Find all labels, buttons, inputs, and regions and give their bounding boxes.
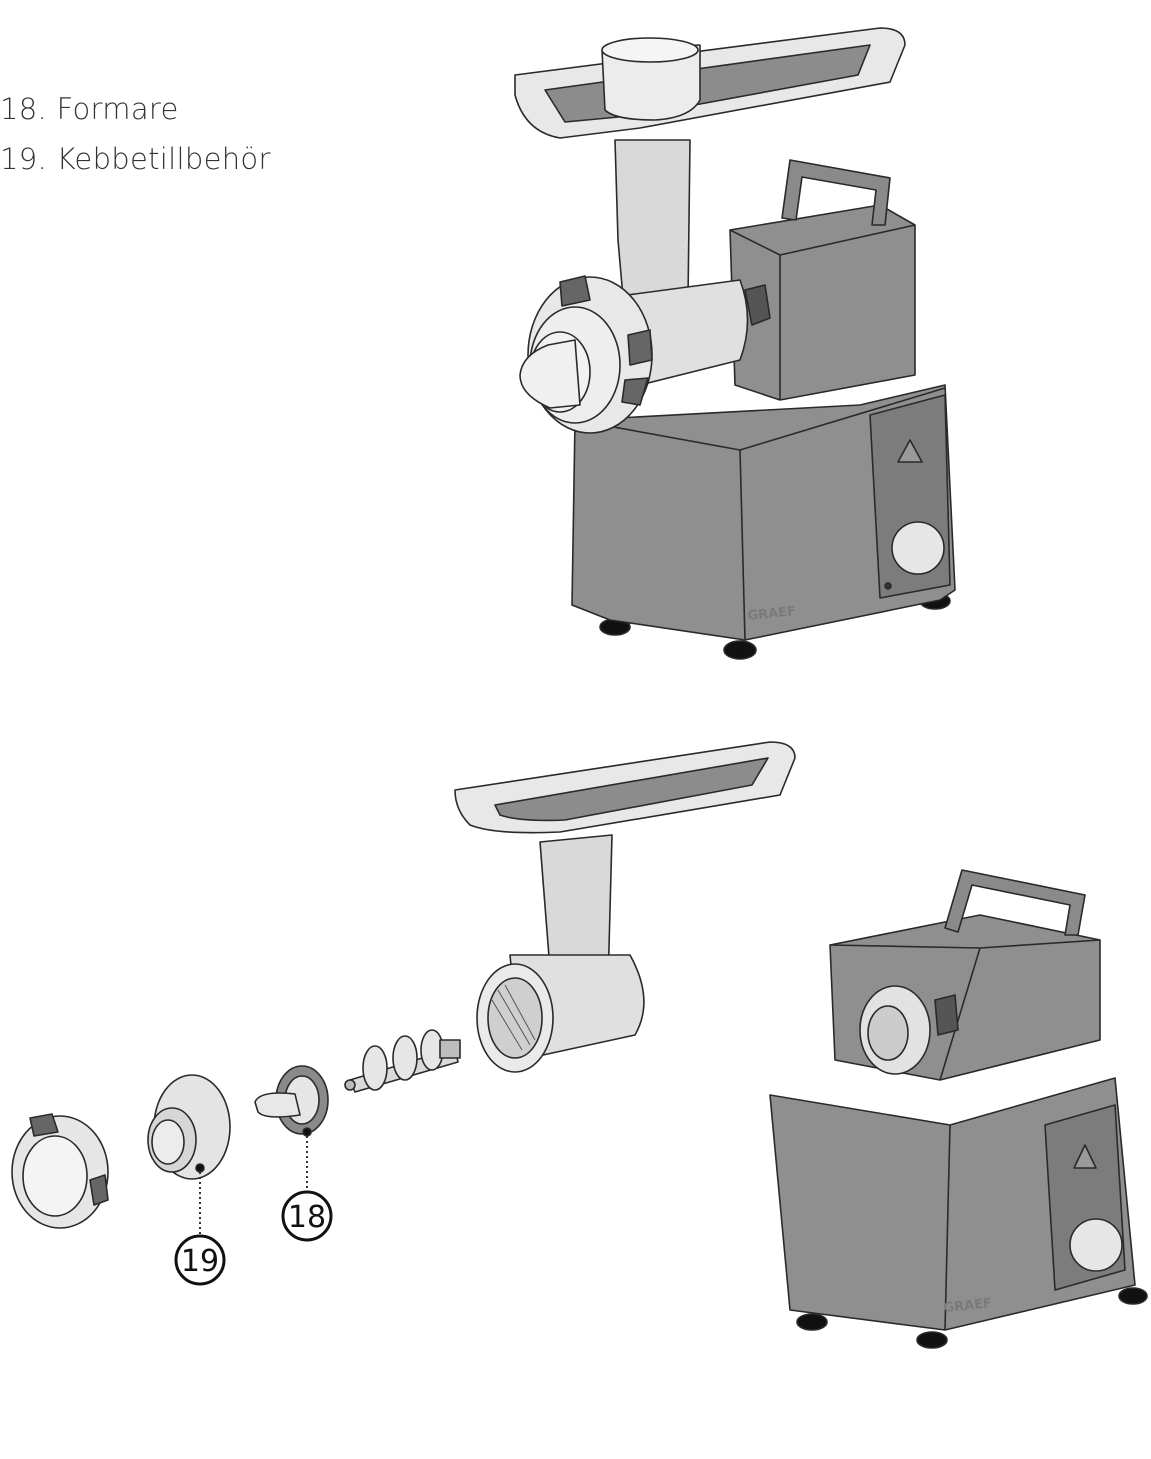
brand-logo: GRAEF — [943, 1296, 993, 1316]
legend-item-number: 18. — [0, 92, 48, 126]
lock-button — [744, 284, 771, 326]
speed-dial-knob — [1069, 1218, 1123, 1272]
power-indicator — [884, 582, 892, 590]
kebbe-cone-part-19 — [147, 1074, 231, 1180]
foot — [796, 1313, 828, 1331]
parts-legend: 18. Formare 19. Kebbetillbehör — [0, 84, 271, 184]
logo-triangle-icon — [897, 439, 923, 463]
callout-label: 19 — [181, 1244, 219, 1279]
feed-screw — [344, 1029, 461, 1093]
kebbe-former-part-18 — [254, 1065, 329, 1137]
assembled-meat-grinder: GRAEF — [514, 27, 956, 660]
callout-anchor-dot — [302, 1127, 312, 1137]
callout-19: 19 — [174, 1172, 226, 1286]
callout-circle — [174, 1234, 226, 1286]
foot — [723, 640, 757, 660]
callout-anchor-dot — [195, 1163, 205, 1173]
exploded-attachment — [11, 741, 796, 1229]
motor-base — [571, 384, 956, 641]
ring-nut-exploded — [11, 1113, 109, 1229]
speed-dial-knob — [891, 521, 945, 575]
carry-handle — [781, 159, 891, 226]
callout-label: 18 — [288, 1200, 326, 1235]
foot — [916, 1331, 948, 1349]
kebbe-cone — [519, 339, 581, 409]
legend-item-number: 19. — [0, 142, 48, 176]
legend-item-18: 18. Formare — [0, 84, 271, 134]
food-pusher — [601, 44, 701, 121]
logo-triangle-icon — [1073, 1144, 1097, 1169]
legend-item-19: 19. Kebbetillbehör — [0, 134, 271, 184]
motor-unit: GRAEF — [769, 869, 1148, 1349]
carry-handle — [944, 869, 1086, 936]
callout-circle — [281, 1190, 333, 1242]
brand-logo: GRAEF — [747, 604, 797, 624]
foot — [1118, 1287, 1148, 1305]
callout-18: 18 — [281, 1136, 333, 1242]
legend-item-label: Kebbetillbehör — [56, 142, 271, 176]
legend-item-label: Formare — [56, 92, 179, 126]
lock-button — [934, 994, 959, 1036]
